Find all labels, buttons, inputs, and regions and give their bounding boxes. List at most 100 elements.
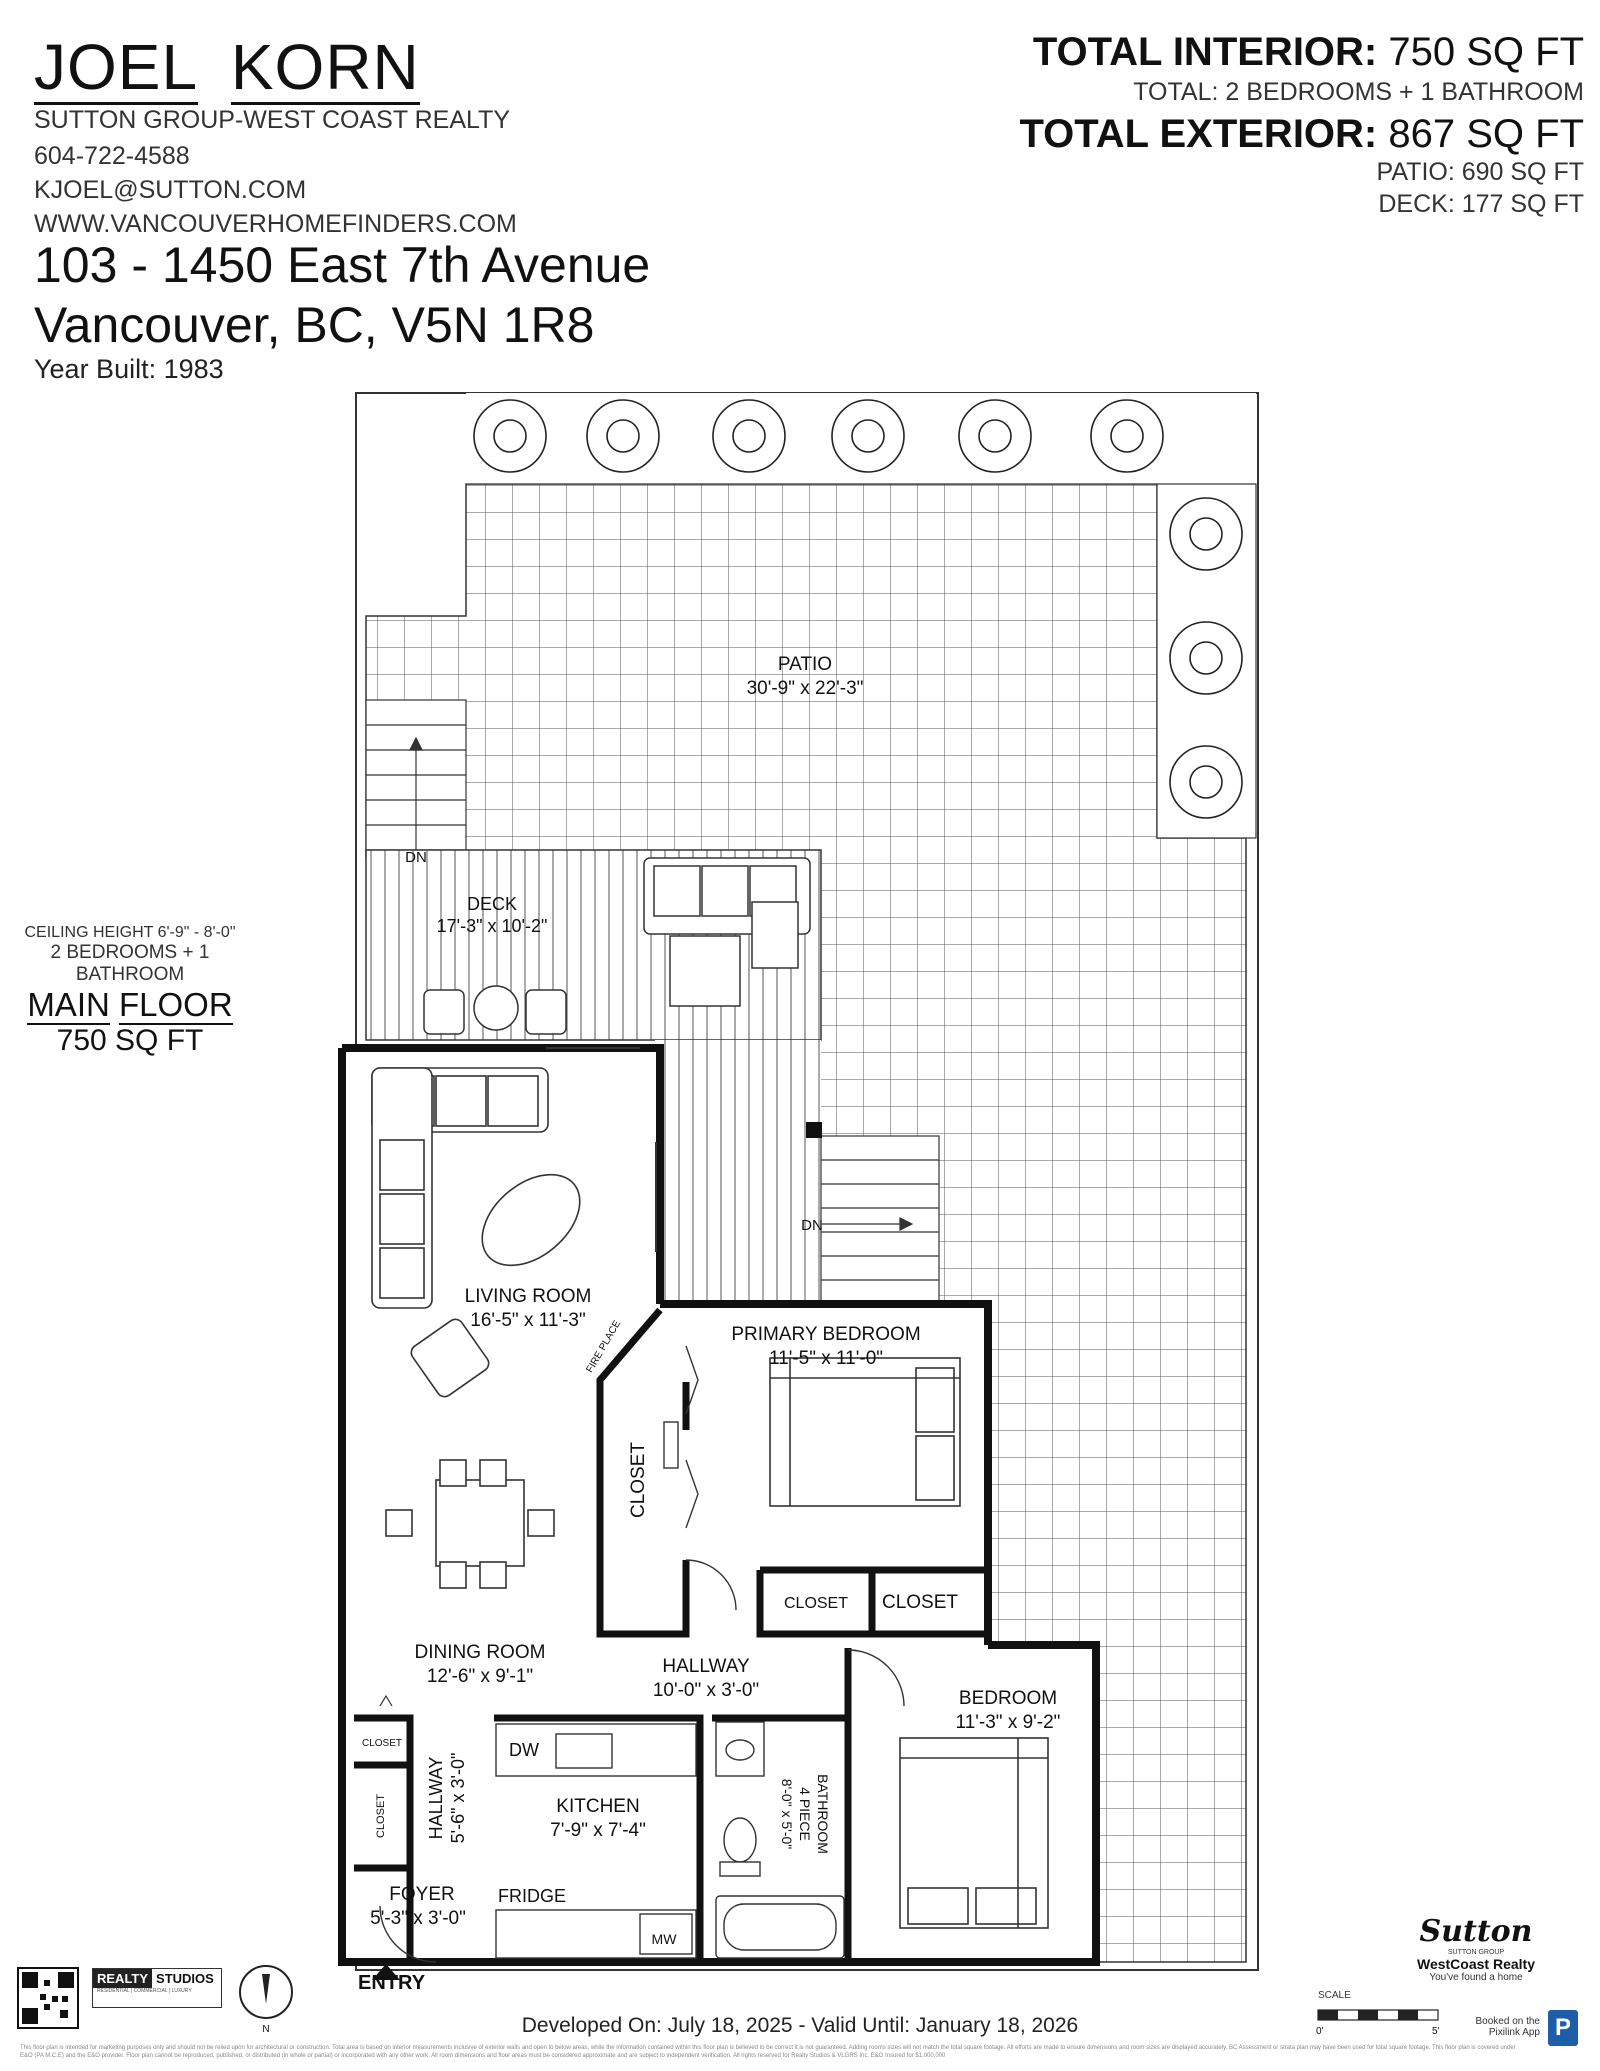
hallway-label: HALLWAY (662, 1656, 750, 1677)
scale-zero: 0' (1316, 2026, 1324, 2037)
hallway-dim: 10'-0" x 3'-0" (653, 1680, 759, 1701)
agent-website[interactable]: WWW.VANCOUVERHOMEFINDERS.COM (34, 210, 517, 238)
interior-walls (354, 1307, 988, 1962)
pixilink-icon[interactable]: P (1548, 2010, 1578, 2046)
total-exterior: TOTAL EXTERIOR: 867 SQ FT (1019, 112, 1584, 157)
closet-label-3: CLOSET (882, 1592, 958, 1613)
deck-label: DECK (467, 894, 517, 914)
pixilink-text: Booked on the Pixilink App (1475, 2016, 1541, 2038)
dishwasher-label: DW (509, 1740, 539, 1760)
foyer-label: FOYER (389, 1884, 454, 1905)
kitchen-dim: 7'-9" x 7'-4" (550, 1820, 646, 1841)
brokerage: SUTTON GROUP-WEST COAST REALTY (34, 106, 510, 134)
bathroom-label: BATHROOM (815, 1774, 831, 1854)
dn-label-2: DN (801, 1217, 823, 1234)
hallway-2-dim: 5'-6" x 3'-0" (448, 1753, 468, 1844)
agent-phone[interactable]: 604-722-4588 (34, 142, 190, 170)
sutton-wordmark: Sutton (1419, 1914, 1533, 1949)
total-rooms: TOTAL: 2 BEDROOMS + 1 BATHROOM (1133, 78, 1584, 106)
bathroom-fixtures (715, 1721, 845, 1959)
address-line-2: Vancouver, BC, V5N 1R8 (34, 297, 595, 353)
exterior-walls (338, 1044, 1100, 1966)
primary-bedroom-dim: 11'-5" x 11'-0" (769, 1348, 883, 1369)
scale-bar: 0' 5' (1316, 2009, 1440, 2037)
stair-right (820, 1135, 940, 1315)
realty-logo-c: RESIDENTIAL | COMMERCIAL | LUXURY (97, 1988, 192, 1994)
primary-bedroom-label: PRIMARY BEDROOM (731, 1324, 920, 1345)
disclaimer: This floor plan is intended for marketin… (20, 2045, 1516, 2059)
floor-summary: CEILING HEIGHT 6'-9" - 8'-0" 2 BEDROOMS … (0, 924, 260, 1058)
compass-n: N (262, 2024, 269, 2035)
armchair-icon (410, 1318, 490, 1398)
entry-label: ENTRY (358, 1972, 426, 1994)
patio-dim: 30'-9" x 22'-3" (747, 678, 864, 699)
floor-name: MAIN FLOOR (0, 986, 260, 1025)
realty-logo-b: STUDIOS (156, 1971, 214, 1986)
total-interior: TOTAL INTERIOR: 750 SQ FT (1033, 30, 1584, 75)
agent-first-name: JOEL (34, 31, 199, 105)
bathroom-dim: 8'-0" x 5'-0" (779, 1779, 795, 1850)
deck-dim: 17'-3" x 10'-2" (437, 916, 548, 936)
total-exterior-value: 867 SQ FT (1388, 112, 1584, 156)
agent-email[interactable]: KJOEL@SUTTON.COM (34, 176, 307, 204)
closet-label-1: CLOSET (628, 1442, 649, 1518)
year-built: Year Built: 1983 (34, 354, 224, 384)
patio-area: PATIO: 690 SQ FT (1376, 158, 1584, 186)
living-room-label: LIVING ROOM (465, 1286, 592, 1307)
total-interior-label: TOTAL INTERIOR: (1032, 30, 1378, 74)
sutton-logo: Sutton SUTTON GROUP WestCoast Realty You… (1416, 1914, 1536, 1983)
coffee-table-icon (481, 1173, 581, 1267)
bathroom-sub: 4 PIECE (797, 1787, 813, 1841)
scale-label: SCALE (1318, 1990, 1351, 2001)
north-compass-icon: N (239, 1965, 293, 2035)
total-interior-value: 750 SQ FT (1388, 30, 1584, 74)
floor-name-1: MAIN (27, 986, 110, 1025)
closet-label-5: CLOSET (375, 1794, 387, 1838)
bedroom-door[interactable] (685, 1559, 737, 1611)
sutton-westcoast: WestCoast Realty (1416, 1956, 1535, 1972)
qr-code-icon (17, 1967, 79, 2029)
sutton-tagline: You've found a home (1429, 1972, 1523, 1983)
column (806, 1122, 822, 1138)
deck-lower-shape (655, 1040, 821, 1304)
dining-table-icon (385, 1459, 555, 1589)
sutton-group: SUTTON GROUP (1447, 1949, 1505, 1956)
dn-label-1: DN (405, 849, 427, 866)
agent-name: JOEL KORN (34, 30, 420, 105)
realty-logo-a: REALTY (93, 1969, 153, 1988)
bedroom-dim: 11'-3" x 9'-2" (956, 1712, 1061, 1733)
bedroom-label: BEDROOM (959, 1688, 1057, 1709)
bed-icon (769, 1357, 961, 1507)
bed-icon-2 (899, 1737, 1049, 1929)
patio-label: PATIO (778, 654, 832, 675)
foyer-dim: 5'-3" x 3'-0" (370, 1908, 466, 1929)
closet-doors-icon (663, 1345, 699, 1529)
floor-rooms: 2 BEDROOMS + 1 BATHROOM (50, 942, 210, 985)
floor-name-2: FLOOR (118, 986, 233, 1025)
address-line-1: 103 - 1450 East 7th Avenue (34, 237, 651, 293)
entry-door[interactable] (379, 1905, 437, 1963)
plant-icon (473, 399, 1243, 819)
living-room-dim: 16'-5" x 11'-3" (470, 1310, 585, 1331)
total-exterior-label: TOTAL EXTERIOR: (1019, 112, 1378, 156)
sliding-door[interactable] (546, 1047, 657, 1252)
fridge-label: FRIDGE (498, 1886, 566, 1906)
stair-left (365, 699, 467, 851)
closet-label-2: CLOSET (784, 1595, 848, 1612)
outdoor-chairs-icon (423, 985, 567, 1035)
ceiling-height: CEILING HEIGHT 6'-9" - 8'-0" (24, 924, 236, 941)
microwave-label: MW (652, 1931, 678, 1947)
developed-date: Developed On: July 18, 2025 - Valid Unti… (521, 2014, 1079, 2037)
dining-room-dim: 12'-6" x 9'-1" (427, 1666, 533, 1687)
agent-last-name: KORN (230, 31, 420, 105)
hallway-2-label: HALLWAY (426, 1757, 446, 1840)
closet-door-small[interactable] (379, 1694, 393, 1707)
entry-arrow-icon (372, 1964, 400, 1980)
dining-room-label: DINING ROOM (415, 1642, 546, 1663)
bedroom-2-door[interactable] (847, 1649, 905, 1707)
kitchen-counter (495, 1723, 697, 1959)
sofa-icon (371, 1067, 549, 1309)
kitchen-label: KITCHEN (556, 1796, 639, 1817)
deck-area: DECK: 177 SQ FT (1378, 190, 1584, 218)
